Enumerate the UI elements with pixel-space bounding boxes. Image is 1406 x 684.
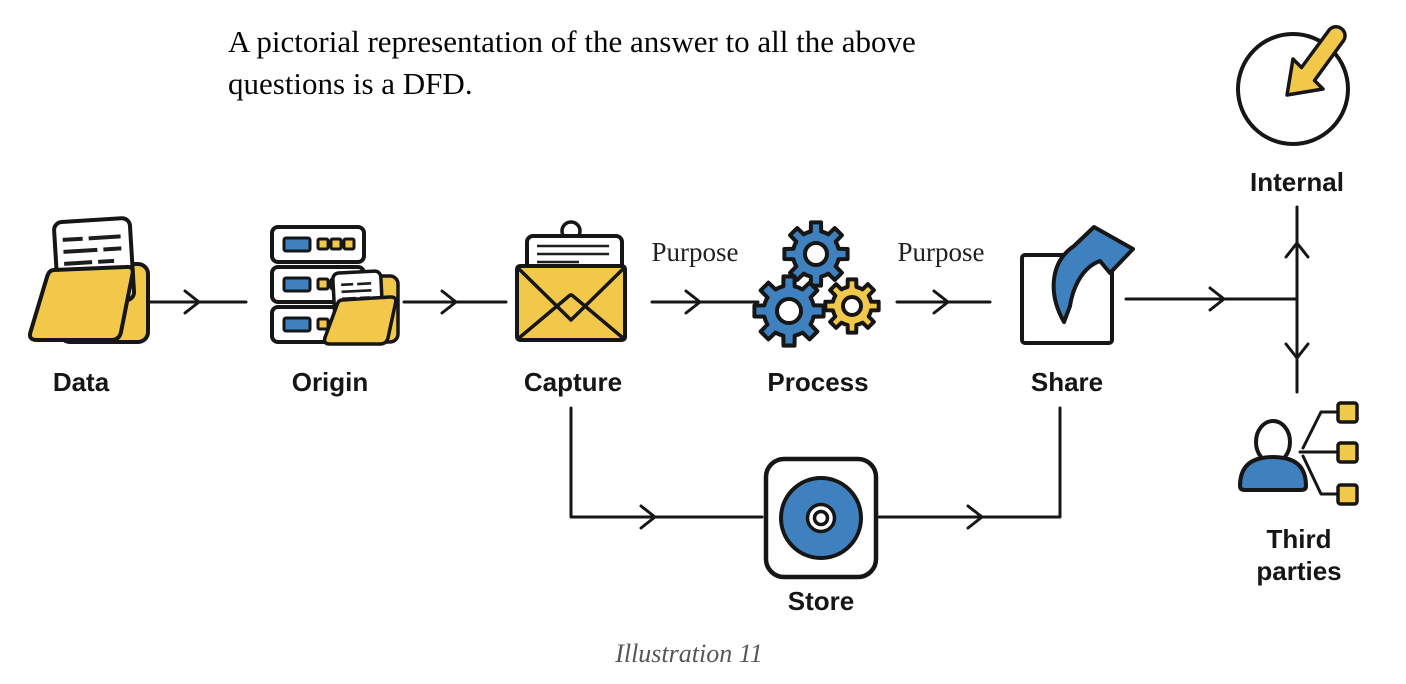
process-label: Process xyxy=(767,367,868,397)
process-node-icon xyxy=(754,222,881,345)
data-label: Data xyxy=(53,367,110,397)
curved-arrow xyxy=(1051,225,1135,324)
arrow-share-junction xyxy=(1124,286,1299,312)
internal-label: Internal xyxy=(1250,167,1344,197)
server-unit xyxy=(270,225,366,264)
capture-label: Capture xyxy=(524,367,622,397)
internal-node-icon xyxy=(1236,24,1350,146)
origin-node-icon xyxy=(270,225,400,346)
purpose-label-1: Purpose xyxy=(652,237,739,267)
folder-front xyxy=(27,264,135,342)
intro-line-1: A pictorial representation of the answer… xyxy=(228,24,916,59)
arrow-data-origin xyxy=(146,289,248,315)
third-parties-label-line1: Third xyxy=(1267,524,1332,554)
inward-arrow xyxy=(1285,24,1347,97)
store-label: Store xyxy=(788,586,854,616)
junction-internal-thirdparties xyxy=(1284,205,1310,394)
third-parties-label-line2: parties xyxy=(1256,556,1341,586)
mini-folder-front xyxy=(322,295,398,346)
envelope xyxy=(515,264,627,342)
arrow-origin-capture xyxy=(402,289,508,315)
branch-lines xyxy=(1298,410,1340,496)
arrow-process-share xyxy=(895,289,992,315)
branch-box xyxy=(1336,401,1359,424)
arrow-capture-process xyxy=(650,289,760,315)
flow-connectors xyxy=(146,205,1310,530)
gear xyxy=(754,276,823,345)
purpose-label-2: Purpose xyxy=(898,237,985,267)
intro-line-2: questions is a DFD. xyxy=(228,66,473,101)
origin-label: Origin xyxy=(292,367,369,397)
person-body xyxy=(1238,455,1308,492)
branch-box xyxy=(1336,441,1359,464)
gear xyxy=(784,222,847,285)
node-labels: Data Origin Capture Process Share Intern… xyxy=(53,167,1344,616)
letter xyxy=(525,234,624,272)
branch-box xyxy=(1336,483,1359,506)
intro-text: A pictorial representation of the answer… xyxy=(228,24,916,101)
gear xyxy=(823,277,881,335)
share-node-icon xyxy=(1020,225,1135,345)
edge-labels: Purpose Purpose xyxy=(652,237,985,267)
share-label: Share xyxy=(1031,367,1103,397)
capture-node-icon xyxy=(515,220,627,342)
third-parties-node-icon xyxy=(1238,401,1359,506)
connector-store-share xyxy=(877,406,1062,530)
illustration-caption: Illustration 11 xyxy=(614,639,763,668)
data-node-icon xyxy=(27,216,150,344)
store-node-icon xyxy=(763,456,879,580)
connector-capture-store xyxy=(569,406,764,530)
